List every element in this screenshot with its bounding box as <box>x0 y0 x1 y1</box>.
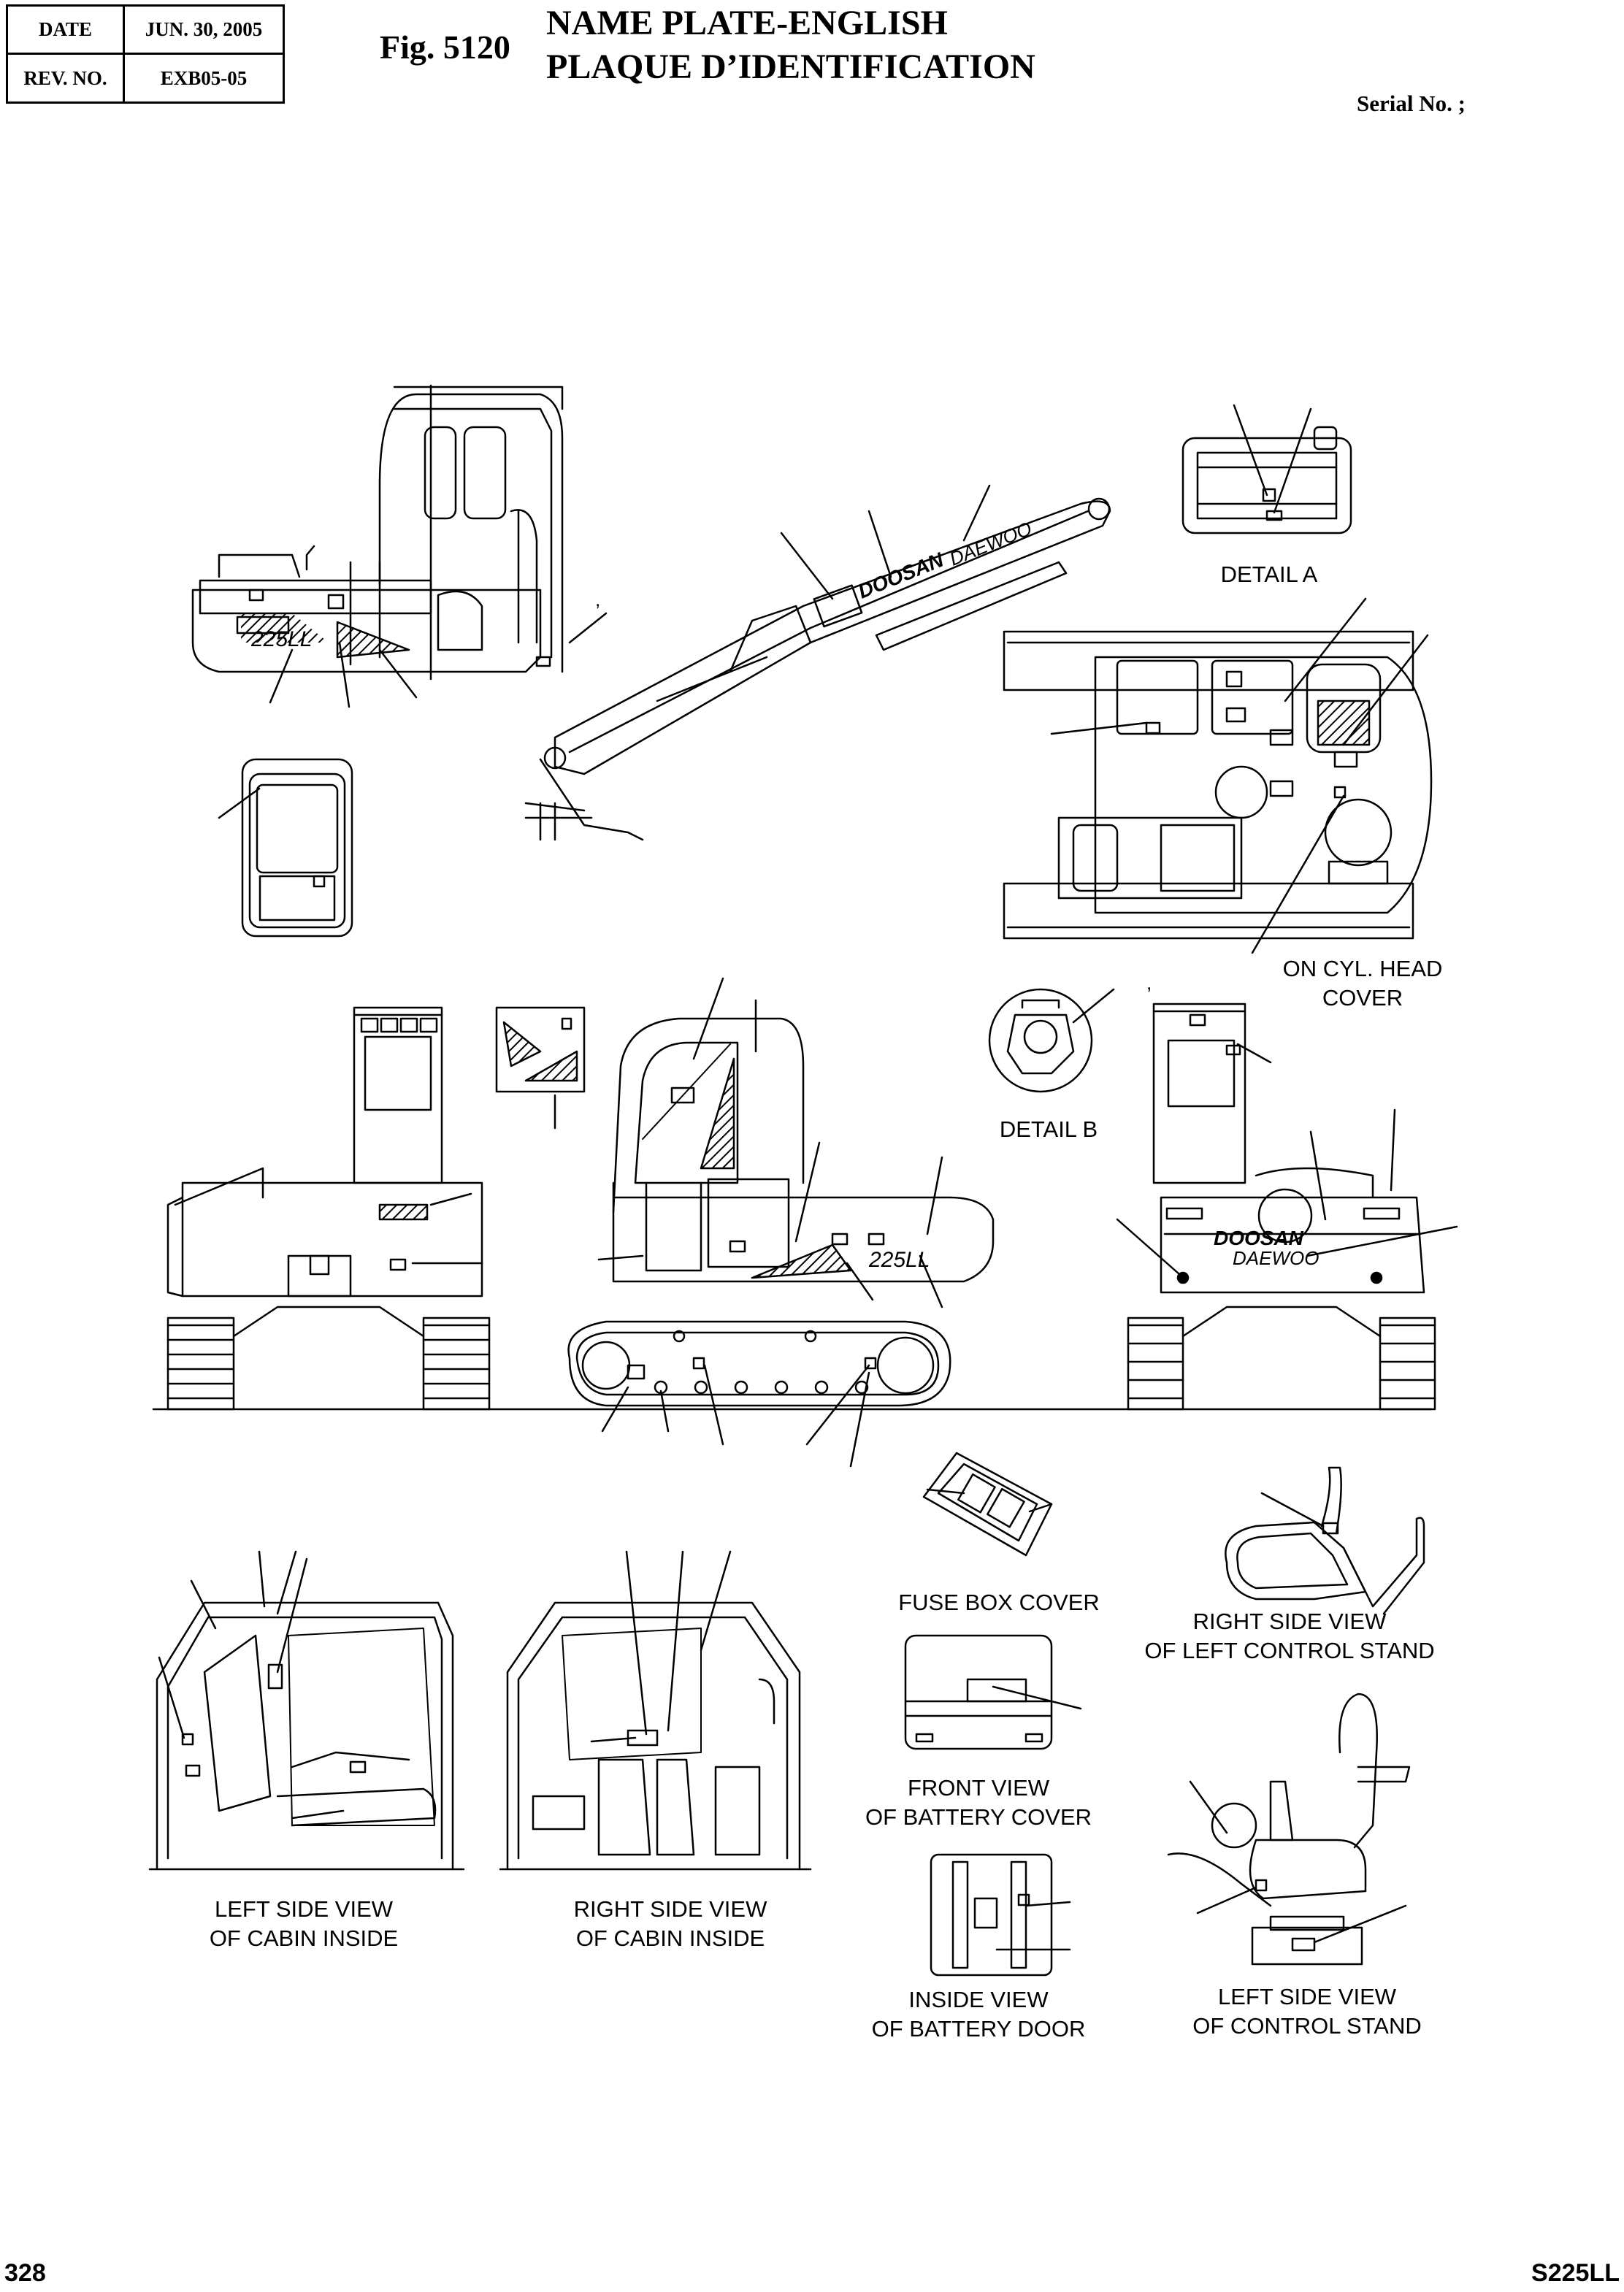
rev-label: REV. NO. <box>23 66 107 89</box>
fuse-box-cover-view <box>922 1452 1053 1557</box>
upper-structure-side-view: 225LL <box>191 384 608 708</box>
caption-right-stand-line2: OF LEFT CONTROL STAND <box>1144 1638 1435 1663</box>
caption-detail-b: DETAIL B <box>999 1116 1098 1142</box>
caption-cyl-head-line1: ON CYL. HEAD <box>1282 956 1443 981</box>
caption-left-stand-line1: LEFT SIDE VIEW <box>1217 1984 1397 2009</box>
cabin-inside-left-view <box>148 1550 465 1871</box>
detail-b-view <box>988 988 1115 1093</box>
svg-text:,: , <box>1146 972 1152 994</box>
caption-cyl-head-line2: COVER <box>1322 985 1403 1011</box>
caption-battery-door-line1: INSIDE VIEW <box>908 1987 1049 2012</box>
caption-battery-cover-line1: FRONT VIEW <box>907 1775 1050 1801</box>
cabin-inside-right-view <box>499 1550 812 1871</box>
page-number: 328 <box>4 2259 46 2287</box>
title-english: NAME PLATE-ENGLISH <box>546 4 948 42</box>
caption-battery-door-line2: OF BATTERY DOOR <box>871 2016 1086 2042</box>
caption-left-cabin-line1: LEFT SIDE VIEW <box>214 1896 394 1922</box>
rear-view <box>166 1006 491 1411</box>
boom-decal-brand2: DAEWOO <box>946 517 1035 570</box>
cabin-door-view <box>218 758 353 938</box>
hatched-inset-detail <box>495 1006 586 1130</box>
serial-number-label: Serial No. ; <box>1357 91 1466 116</box>
model-decal-upper: 225LL <box>250 627 312 651</box>
control-stand-left-view <box>1167 1693 1411 1966</box>
detail-a-view <box>1181 404 1352 534</box>
caption-battery-cover-line2: OF BATTERY COVER <box>865 1804 1092 1830</box>
caption-fuse-box: FUSE BOX COVER <box>898 1590 1100 1615</box>
title-french: PLAQUE D’IDENTIFICATION <box>546 47 1035 86</box>
caption-right-cabin-line1: RIGHT SIDE VIEW <box>573 1896 767 1922</box>
date-value: JUN. 30, 2005 <box>145 18 263 40</box>
svg-text:,: , <box>595 589 600 610</box>
battery-door-inside-view <box>930 1853 1071 1977</box>
left-control-stand-right-view <box>1225 1466 1425 1615</box>
caption-left-stand-line2: OF CONTROL STAND <box>1192 2013 1422 2039</box>
table-divider-horizontal <box>8 53 283 55</box>
figure-number: Fig. 5120 <box>380 28 510 66</box>
front-view: DOOSAN DAEWOO <box>1116 1003 1458 1411</box>
revision-table: DATE JUN. 30, 2005 REV. NO. EXB05-05 <box>6 4 285 104</box>
plan-view-upper <box>1003 597 1433 954</box>
caption-right-cabin-line2: OF CABIN INSIDE <box>575 1925 765 1951</box>
rev-value: EXB05-05 <box>160 66 248 89</box>
model-decal-side: 225LL <box>868 1248 930 1272</box>
date-label: DATE <box>38 18 92 40</box>
footer-model: S225LL <box>1531 2259 1620 2287</box>
machine-side-view: 225LL <box>567 977 995 1468</box>
battery-cover-front-view <box>904 1634 1082 1750</box>
caption-right-stand-line1: RIGHT SIDE VIEW <box>1192 1609 1387 1634</box>
front-decal-brand1: DOOSAN <box>1214 1227 1304 1249</box>
caption-detail-a: DETAIL A <box>1220 561 1318 587</box>
long-reach-boom-view: DOOSAN DAEWOO <box>524 484 1111 841</box>
front-decal-brand2: DAEWOO <box>1233 1247 1319 1269</box>
caption-left-cabin-line2: OF CABIN INSIDE <box>209 1925 399 1951</box>
